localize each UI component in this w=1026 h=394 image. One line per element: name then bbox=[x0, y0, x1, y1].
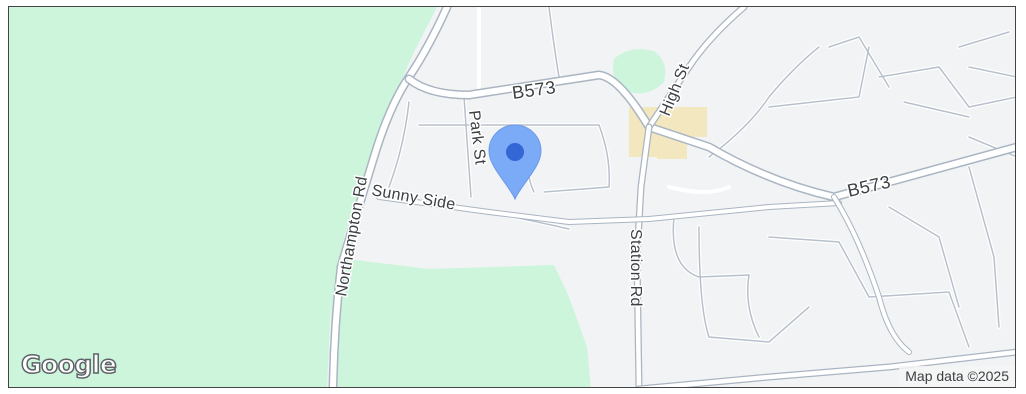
google-logo: Google bbox=[20, 349, 117, 380]
road-label-station-rd: Station Rd bbox=[627, 229, 644, 307]
minor-road-casings bbox=[388, 7, 1015, 348]
map-attribution[interactable]: Map data ©2025 bbox=[899, 366, 1015, 387]
park-area-green bbox=[613, 49, 666, 94]
park-area-west bbox=[9, 7, 437, 387]
building-area bbox=[657, 137, 687, 159]
main-roads bbox=[328, 7, 1015, 387]
park-area-south bbox=[331, 257, 591, 387]
map-viewport[interactable]: Northampton Rd B573 B573 Park St High St… bbox=[8, 6, 1016, 388]
pin-dot bbox=[506, 143, 524, 161]
map-canvas[interactable]: Northampton Rd B573 B573 Park St High St… bbox=[9, 7, 1016, 388]
map-pin-icon[interactable] bbox=[488, 124, 542, 201]
